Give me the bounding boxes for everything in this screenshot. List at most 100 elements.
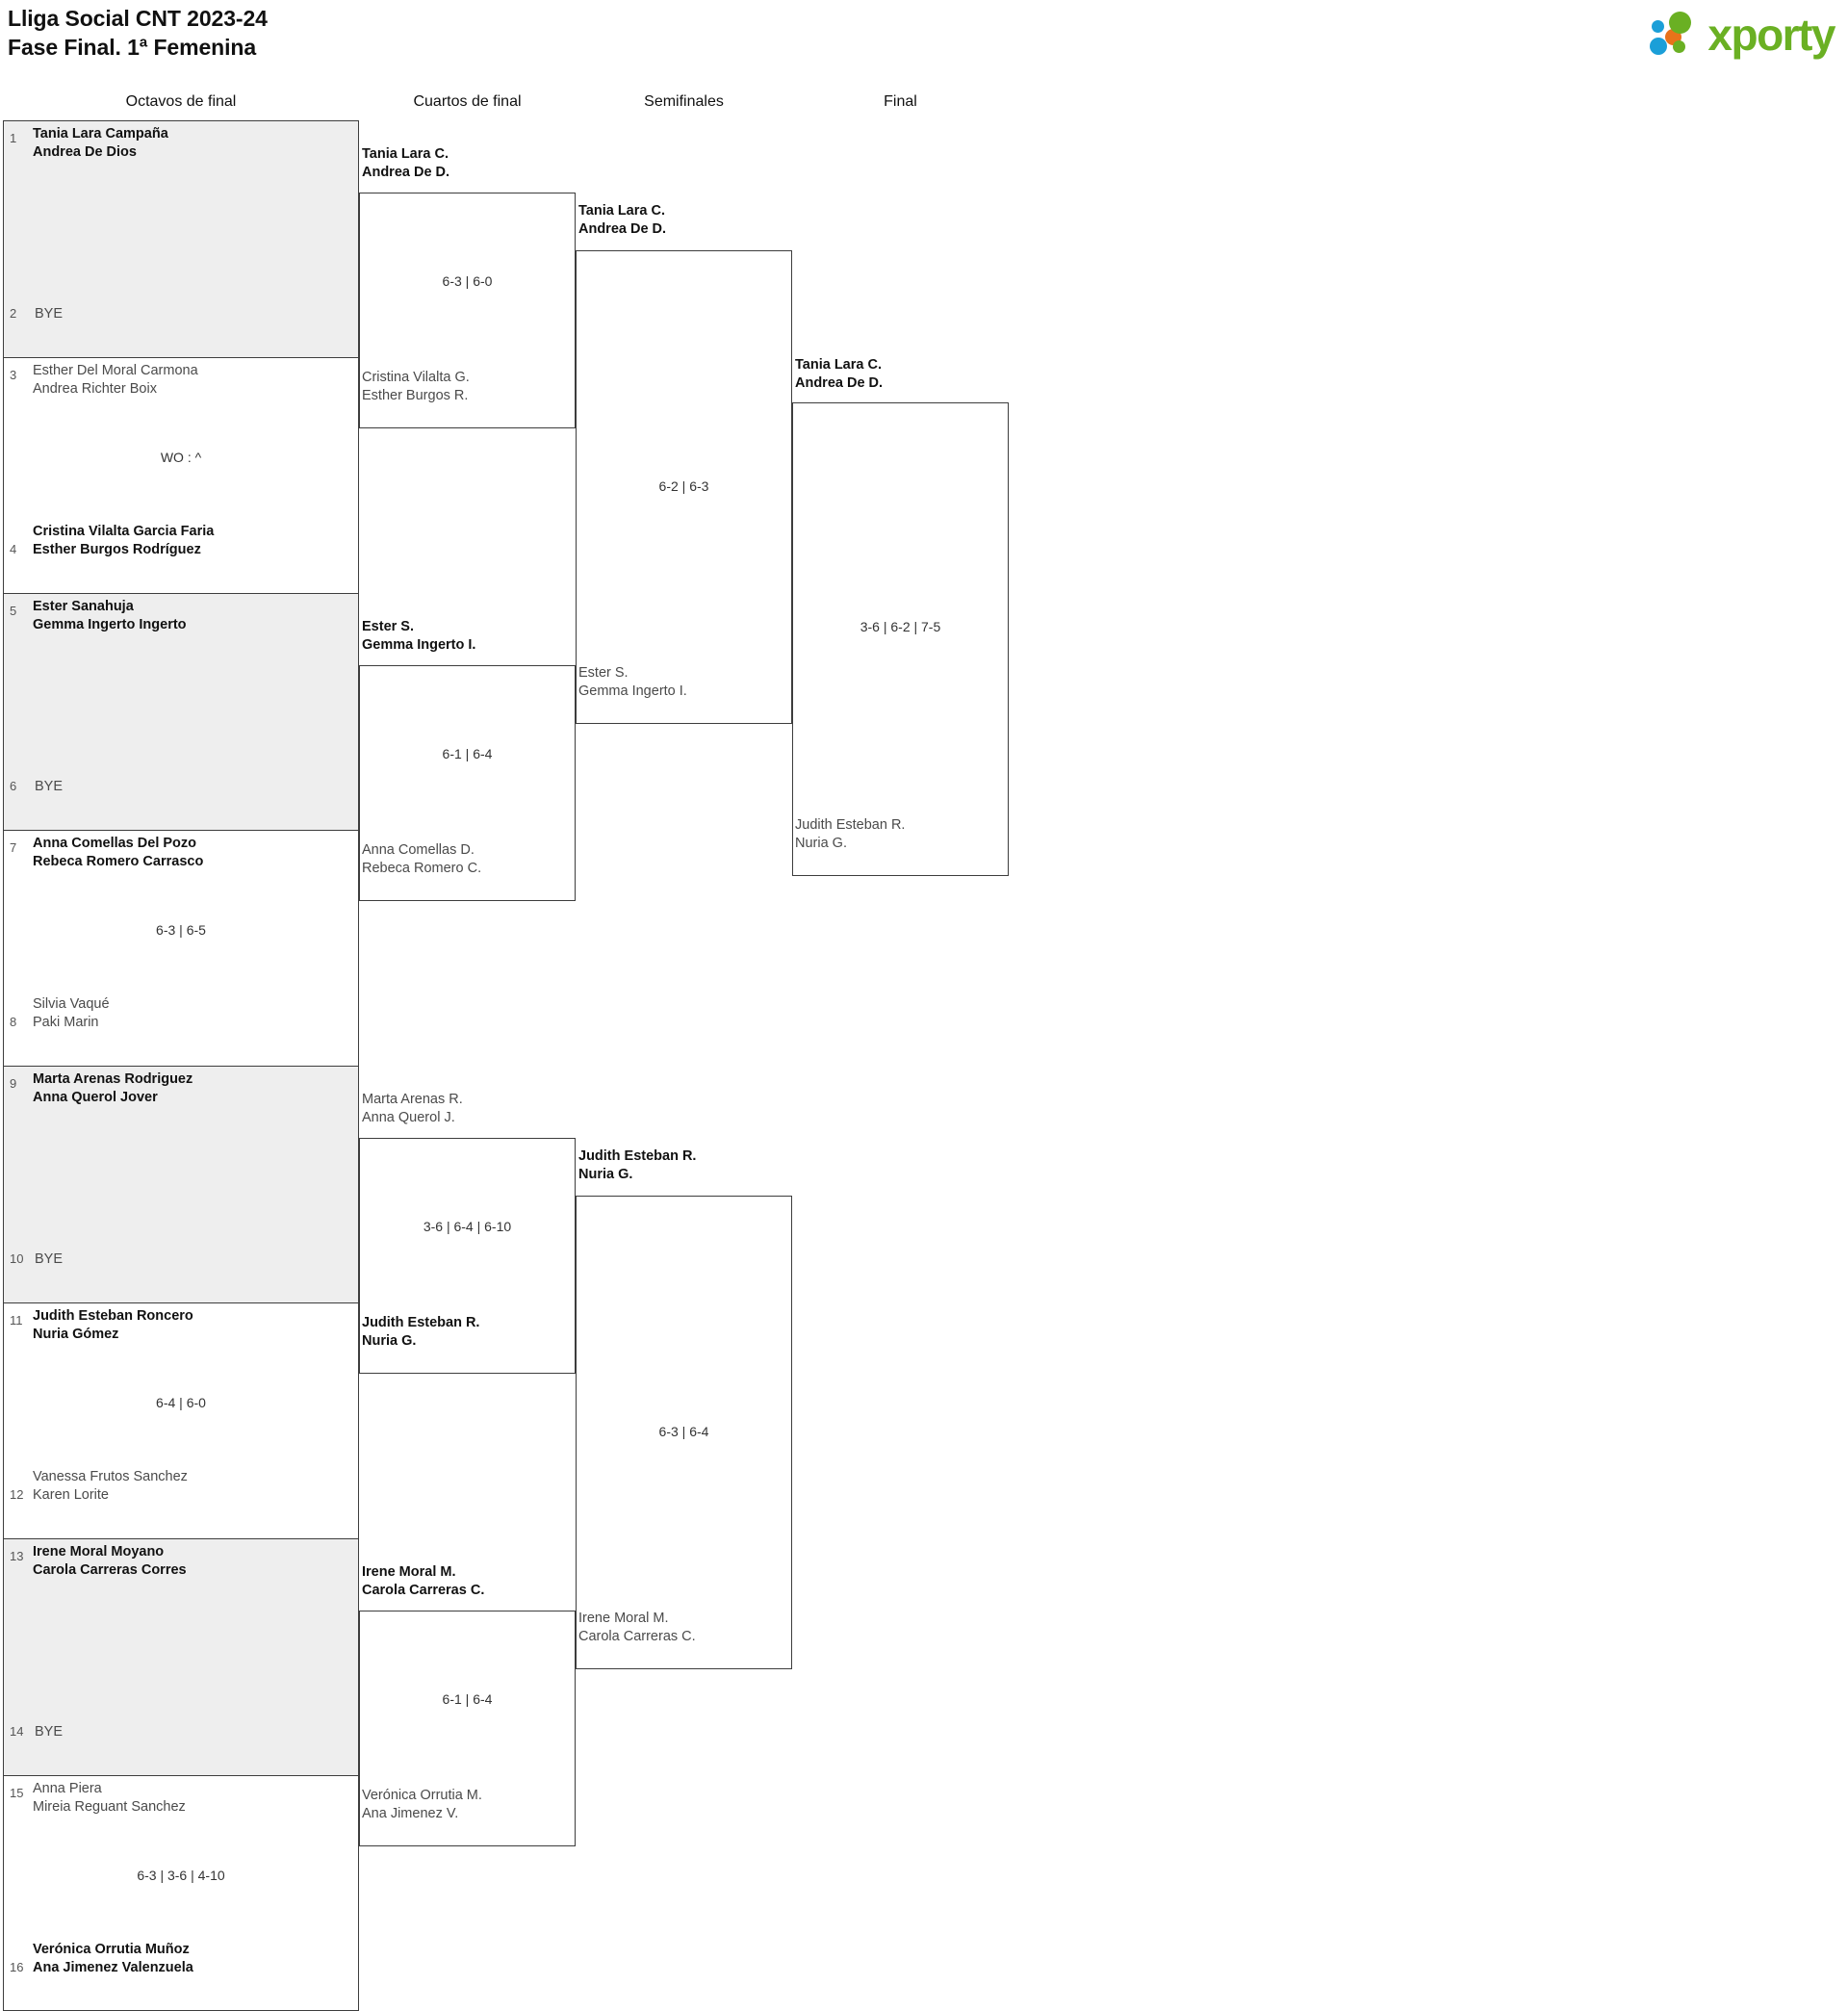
- round2-team-top[interactable]: Ester S.Gemma Ingerto I.: [362, 618, 475, 655]
- player-name: Anna Querol Jover: [33, 1089, 358, 1107]
- match-score: [4, 1158, 358, 1183]
- player-name: Marta Arenas Rodriguez: [33, 1070, 358, 1089]
- seed-number: 12: [10, 1488, 31, 1501]
- seed-number: 14: [10, 1725, 31, 1738]
- seed-number: 15: [10, 1787, 31, 1799]
- player-name: Nuria G.: [795, 835, 905, 853]
- player-name: Tania Lara Campaña: [33, 125, 358, 143]
- match-score: WO : ^: [4, 449, 358, 474]
- round2-team-bottom[interactable]: Anna Comellas D.Rebeca Romero C.: [362, 841, 481, 878]
- player-name: Nuria Gómez: [33, 1326, 358, 1344]
- player-name: Ester S.: [362, 618, 475, 636]
- round2-team-top[interactable]: Marta Arenas R.Anna Querol J.: [362, 1091, 463, 1127]
- round3-team-top[interactable]: Judith Esteban R.Nuria G.: [578, 1147, 696, 1184]
- seed-number: 11: [10, 1314, 31, 1327]
- player-name: Ana Jimenez Valenzuela: [33, 1959, 358, 1977]
- player-name: Nuria G.: [578, 1166, 696, 1184]
- player-name: Andrea Richter Boix: [33, 380, 358, 399]
- player-name: Judith Esteban R.: [362, 1314, 479, 1332]
- match-score: 6-4 | 6-0: [4, 1394, 358, 1419]
- bye-label: BYE: [33, 1723, 358, 1741]
- final-score: 3-6 | 6-2 | 7-5: [792, 618, 1009, 635]
- seed-number: 7: [10, 841, 31, 854]
- player-name: Marta Arenas R.: [362, 1091, 463, 1109]
- player-name: Carola Carreras C.: [362, 1582, 484, 1600]
- round4-team-bottom[interactable]: Judith Esteban R.Nuria G.: [795, 816, 905, 853]
- match-score: [4, 685, 358, 710]
- round2-team-bottom[interactable]: Verónica Orrutia M.Ana Jimenez V.: [362, 1787, 482, 1823]
- player-name: Vanessa Frutos Sanchez: [33, 1468, 358, 1486]
- round2-team-top[interactable]: Tania Lara C.Andrea De D.: [362, 145, 449, 182]
- player-name: Esther Burgos R.: [362, 387, 470, 405]
- round2-team-bottom[interactable]: Cristina Vilalta G.Esther Burgos R.: [362, 369, 470, 405]
- player-name: Carola Carreras Corres: [33, 1561, 358, 1580]
- final-connector[interactable]: [792, 402, 1009, 876]
- round-heading-octavos: Octavos de final: [3, 93, 359, 111]
- seed-number: 4: [10, 543, 31, 555]
- player-name: Judith Esteban Roncero: [33, 1307, 358, 1326]
- seed-number: 13: [10, 1550, 31, 1562]
- seed-number: 5: [10, 605, 31, 617]
- match-score: 6-3 | 3-6 | 4-10: [4, 1867, 358, 1892]
- seed-number: 6: [10, 780, 31, 792]
- round-heading-semis: Semifinales: [576, 93, 792, 111]
- player-name: Gemma Ingerto I.: [362, 636, 475, 655]
- page-header: Lliga Social CNT 2023-24 Fase Final. 1ª …: [0, 0, 1848, 75]
- title-line-1: Lliga Social CNT 2023-24: [8, 4, 268, 33]
- player-name: Ester Sanahuja: [33, 598, 358, 616]
- round2-score: 6-3 | 6-0: [359, 272, 576, 290]
- round2-team-bottom[interactable]: Judith Esteban R.Nuria G.: [362, 1314, 479, 1351]
- round2-team-top[interactable]: Irene Moral M.Carola Carreras C.: [362, 1563, 484, 1600]
- player-name: Tania Lara C.: [362, 145, 449, 164]
- round-heading-cuartos: Cuartos de final: [359, 93, 576, 111]
- round3-score: 6-3 | 6-4: [576, 1423, 792, 1440]
- round3-team-top[interactable]: Tania Lara C.Andrea De D.: [578, 202, 666, 239]
- player-name: Nuria G.: [362, 1332, 479, 1351]
- player-name: Anna Comellas D.: [362, 841, 481, 860]
- player-name: Andrea De Dios: [33, 143, 358, 162]
- player-name: Andrea De D.: [795, 374, 883, 393]
- round4-team-top[interactable]: Tania Lara C.Andrea De D.: [795, 356, 883, 393]
- seed-number: 1: [10, 132, 31, 144]
- player-name: Esther Burgos Rodríguez: [33, 541, 358, 559]
- bye-label: BYE: [33, 1250, 358, 1269]
- match-score: [4, 213, 358, 238]
- player-name: Irene Moral M.: [362, 1563, 484, 1582]
- player-name: Silvia Vaqué: [33, 995, 358, 1014]
- round3-team-bottom[interactable]: Ester S.Gemma Ingerto I.: [578, 664, 687, 701]
- logo-wordmark: xporty: [1707, 13, 1835, 57]
- round2-score: 6-1 | 6-4: [359, 1690, 576, 1708]
- player-name: Karen Lorite: [33, 1486, 358, 1505]
- round3-team-bottom[interactable]: Irene Moral M.Carola Carreras C.: [578, 1610, 696, 1646]
- seed-number: 10: [10, 1252, 31, 1265]
- player-name: Rebeca Romero C.: [362, 860, 481, 878]
- player-name: Anna Piera: [33, 1780, 358, 1798]
- player-name: Irene Moral Moyano: [33, 1543, 358, 1561]
- player-name: Rebeca Romero Carrasco: [33, 853, 358, 871]
